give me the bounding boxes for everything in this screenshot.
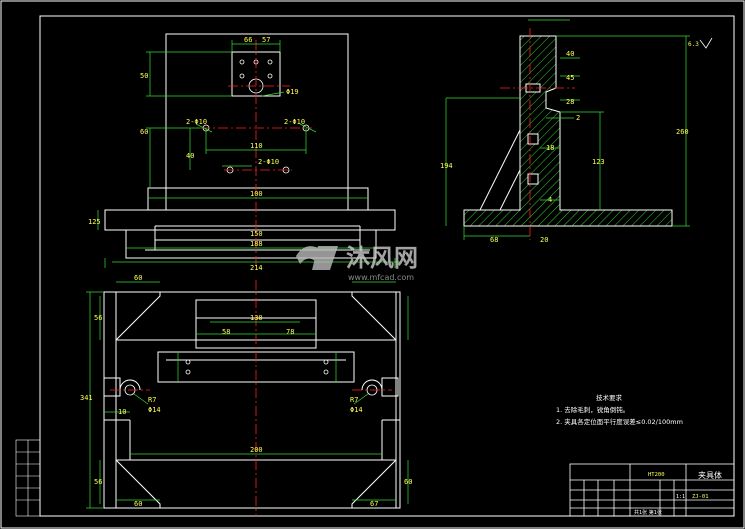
lower-dim-h: R7 (148, 396, 156, 404)
lower-dim-l: 200 (250, 446, 263, 454)
title-drawing-no: ZJ-01 (692, 494, 709, 500)
side-section-hatched (463, 35, 673, 227)
lower-dim-o: 60 (404, 478, 412, 486)
side-base-offset: 20 (540, 236, 548, 244)
side-slot-f: 28 (566, 98, 574, 106)
notes-title: 技术要求 (596, 393, 623, 402)
hole-pair-right-label: 2-Φ10 (284, 118, 305, 126)
side-height-total: 260 (676, 128, 689, 136)
hole-pair-left-label: 2-Φ10 (186, 118, 207, 126)
lower-dim-f: 341 (80, 394, 93, 402)
lower-dim-j: R7 (350, 396, 358, 404)
lower-view: 60 56 130 58 78 341 10 R7 Φ14 R7 Φ14 200… (80, 274, 412, 516)
watermark-brand: 沐风网 (346, 244, 418, 272)
lower-frame-outline (103, 291, 401, 509)
side-height-inner: 123 (592, 158, 605, 166)
watermark-url: www.mfcad.com (348, 273, 414, 282)
dim-base-b: 100 (250, 190, 263, 198)
title-block: 夹具体 HT200 ZJ-01 1:1 共1张 第1张 (569, 463, 735, 517)
left-margin-table (15, 439, 41, 517)
dim-top-a: 66 (244, 36, 252, 44)
dim-base-a: 125 (88, 218, 101, 226)
surface-finish-symbol: 6.3 (688, 37, 713, 49)
lower-dim-a: 60 (134, 274, 142, 282)
base-slab-outline (125, 229, 377, 259)
lower-dim-n: 60 (134, 500, 142, 508)
watermark: 沐风网 www.mfcad.com (296, 244, 418, 282)
svg-text:6.3: 6.3 (688, 41, 699, 48)
title-scale: 1:1 (676, 494, 685, 500)
title-sheet: 共1张 第1张 (634, 509, 662, 516)
lower-dim-b: 56 (94, 314, 102, 322)
hole-main-label: Φ19 (286, 88, 299, 96)
hole-pair-bottom-label: 2-Φ10 (258, 158, 279, 166)
side-slot-e: 45 (566, 74, 574, 82)
top-view: 66 57 50 Φ19 2-Φ10 2-Φ10 2-Φ10 60 40 110… (88, 33, 400, 272)
base-plate-outline (104, 209, 396, 231)
side-slot-d: 40 (566, 50, 574, 58)
watermark-logo-icon (296, 246, 338, 270)
dim-span: 110 (250, 142, 263, 150)
lower-dim-p: 67 (370, 500, 378, 508)
sheet-inner-border (39, 15, 735, 517)
dim-left-c: 40 (186, 152, 194, 160)
dim-base-e: 214 (250, 264, 263, 272)
lower-dim-e: 78 (286, 328, 294, 336)
side-slot-a: 2 (576, 114, 580, 122)
side-height-mid: 194 (440, 162, 453, 170)
dim-top-b: 57 (262, 36, 270, 44)
dim-left-a: 50 (140, 72, 148, 80)
dim-base-d: 188 (250, 240, 263, 248)
side-view: 260 194 123 2 18 4 40 45 28 68 20 6.3 (440, 19, 713, 244)
lower-dim-i: Φ14 (148, 406, 161, 414)
lower-dim-g: 10 (118, 408, 126, 416)
technical-notes: 技术要求 1. 去除毛刺，锐角倒钝。 2. 夹具各定位面平行度误差≤0.02/1… (556, 393, 683, 426)
dim-left-b: 60 (140, 128, 148, 136)
lower-dim-m: 56 (94, 478, 102, 486)
lower-dim-d: 58 (222, 328, 230, 336)
side-base-width: 68 (490, 236, 498, 244)
lower-dim-k: Φ14 (350, 406, 363, 414)
side-slot-c: 4 (548, 196, 552, 204)
side-slot-b: 18 (546, 144, 554, 152)
dim-base-c: 150 (250, 230, 263, 238)
lower-dim-c: 130 (250, 314, 263, 322)
title-material: HT200 (648, 472, 665, 478)
title-part-name: 夹具体 (698, 470, 722, 480)
notes-line-1: 1. 去除毛刺，锐角倒钝。 (556, 405, 629, 414)
notes-line-2: 2. 夹具各定位面平行度误差≤0.02/100mm (556, 417, 683, 426)
